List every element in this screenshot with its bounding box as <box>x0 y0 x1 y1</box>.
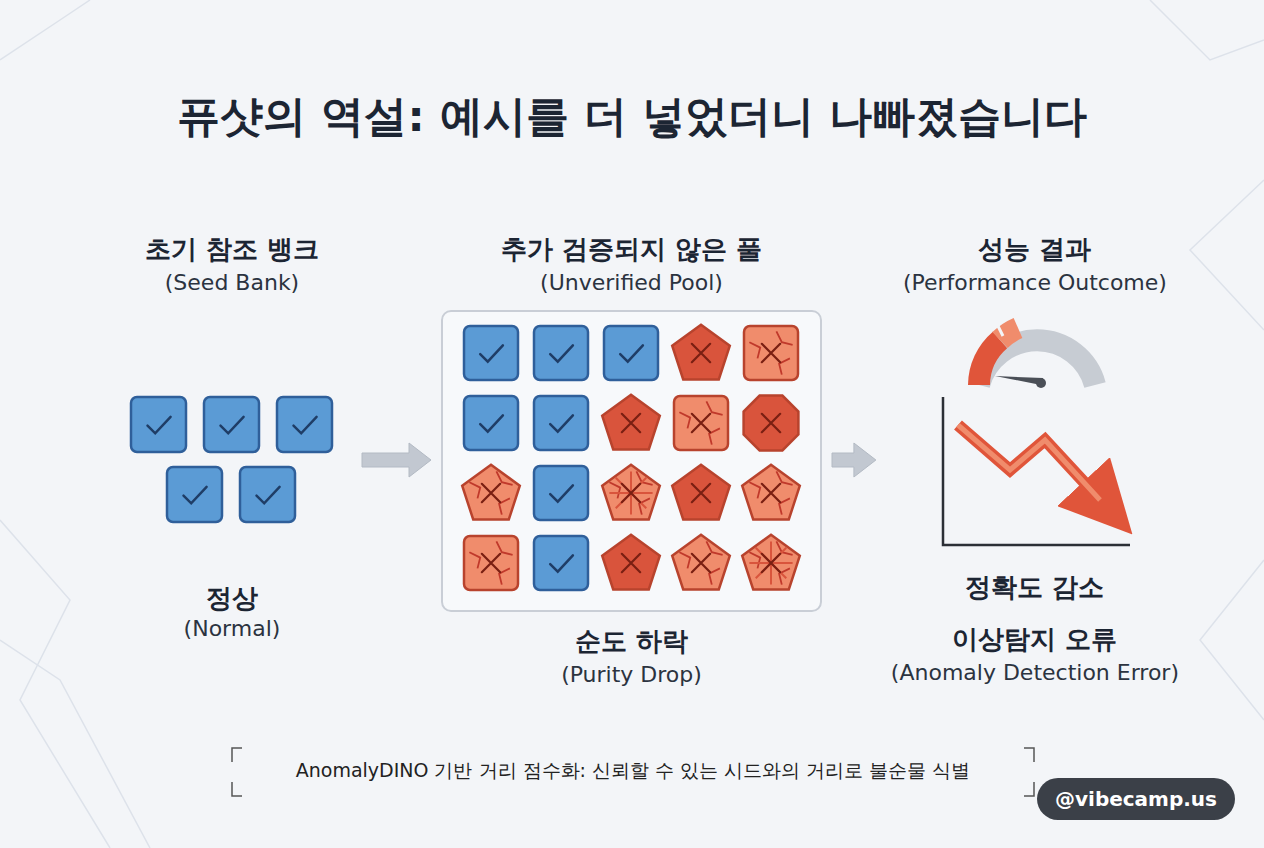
watermark: @vibecamp.us <box>1037 778 1235 820</box>
node-heading: 정상 <box>206 581 258 616</box>
anomaly-tile <box>602 395 660 450</box>
anomaly-tile <box>462 465 520 520</box>
anomaly-tile <box>602 535 660 590</box>
normal-check-tile <box>534 326 588 380</box>
normal-check-tile <box>534 466 588 520</box>
normal-check-tile <box>534 536 588 590</box>
anomaly-tile <box>744 326 798 380</box>
node-subtext: (Unverified Pool) <box>540 270 723 295</box>
normal-check-tile <box>167 467 222 522</box>
node-subtext: (Seed Bank) <box>165 270 299 295</box>
normal-check-tile <box>464 326 518 380</box>
node-heading: 이상탐지 오류 <box>952 622 1117 657</box>
normal-check-tile <box>204 397 259 452</box>
node-subtext: (Anomaly Detection Error) <box>891 660 1179 685</box>
column-group: 초기 참조 뱅크 (Seed Bank) 정상(Normal) <box>112 232 352 647</box>
normal-check-tile <box>464 396 518 450</box>
anomaly-tile <box>744 396 799 451</box>
node-heading: 초기 참조 뱅크 <box>145 232 319 267</box>
pool-panel: 추가 검증되지 않은 풀(Unverified Pool)순도 하락(Purit… <box>441 310 822 612</box>
node-subtext: (Performance Outcome) <box>903 270 1167 295</box>
anomaly-tile <box>742 535 800 590</box>
anomaly-tile <box>674 396 728 450</box>
normal-check-tile <box>534 396 588 450</box>
node-heading: 추가 검증되지 않은 풀 <box>501 232 762 267</box>
node-heading: 순도 하락 <box>575 624 688 659</box>
caption: AnomalyDINO 기반 거리 점수화: 신뢰할 수 있는 시드와의 거리로… <box>230 758 1036 784</box>
anomaly-tile <box>742 465 800 520</box>
node-heading: 성능 결과 <box>978 232 1091 267</box>
node-subtext: (Normal) <box>184 616 281 641</box>
normal-check-tile <box>131 397 186 452</box>
normal-check-tile <box>277 397 332 452</box>
anomaly-tile <box>672 325 730 380</box>
title: 퓨샷의 역설: 예시를 더 넣었더니 나빠졌습니다 <box>0 88 1264 146</box>
flow-arrow <box>362 443 431 477</box>
node-heading: 정확도 감소 <box>965 570 1104 605</box>
flow-arrow <box>832 443 876 477</box>
anomaly-tile <box>602 465 660 520</box>
column-group: 성능 결과 (Performance Outcome) 정확도 감소이상탐지 오류 (… <box>886 232 1184 692</box>
anomaly-tile <box>672 535 730 590</box>
anomaly-tile <box>672 465 730 520</box>
normal-check-tile <box>604 326 658 380</box>
node-subtext: (Purity Drop) <box>561 662 702 687</box>
normal-check-tile <box>240 467 295 522</box>
anomaly-tile <box>464 536 518 590</box>
